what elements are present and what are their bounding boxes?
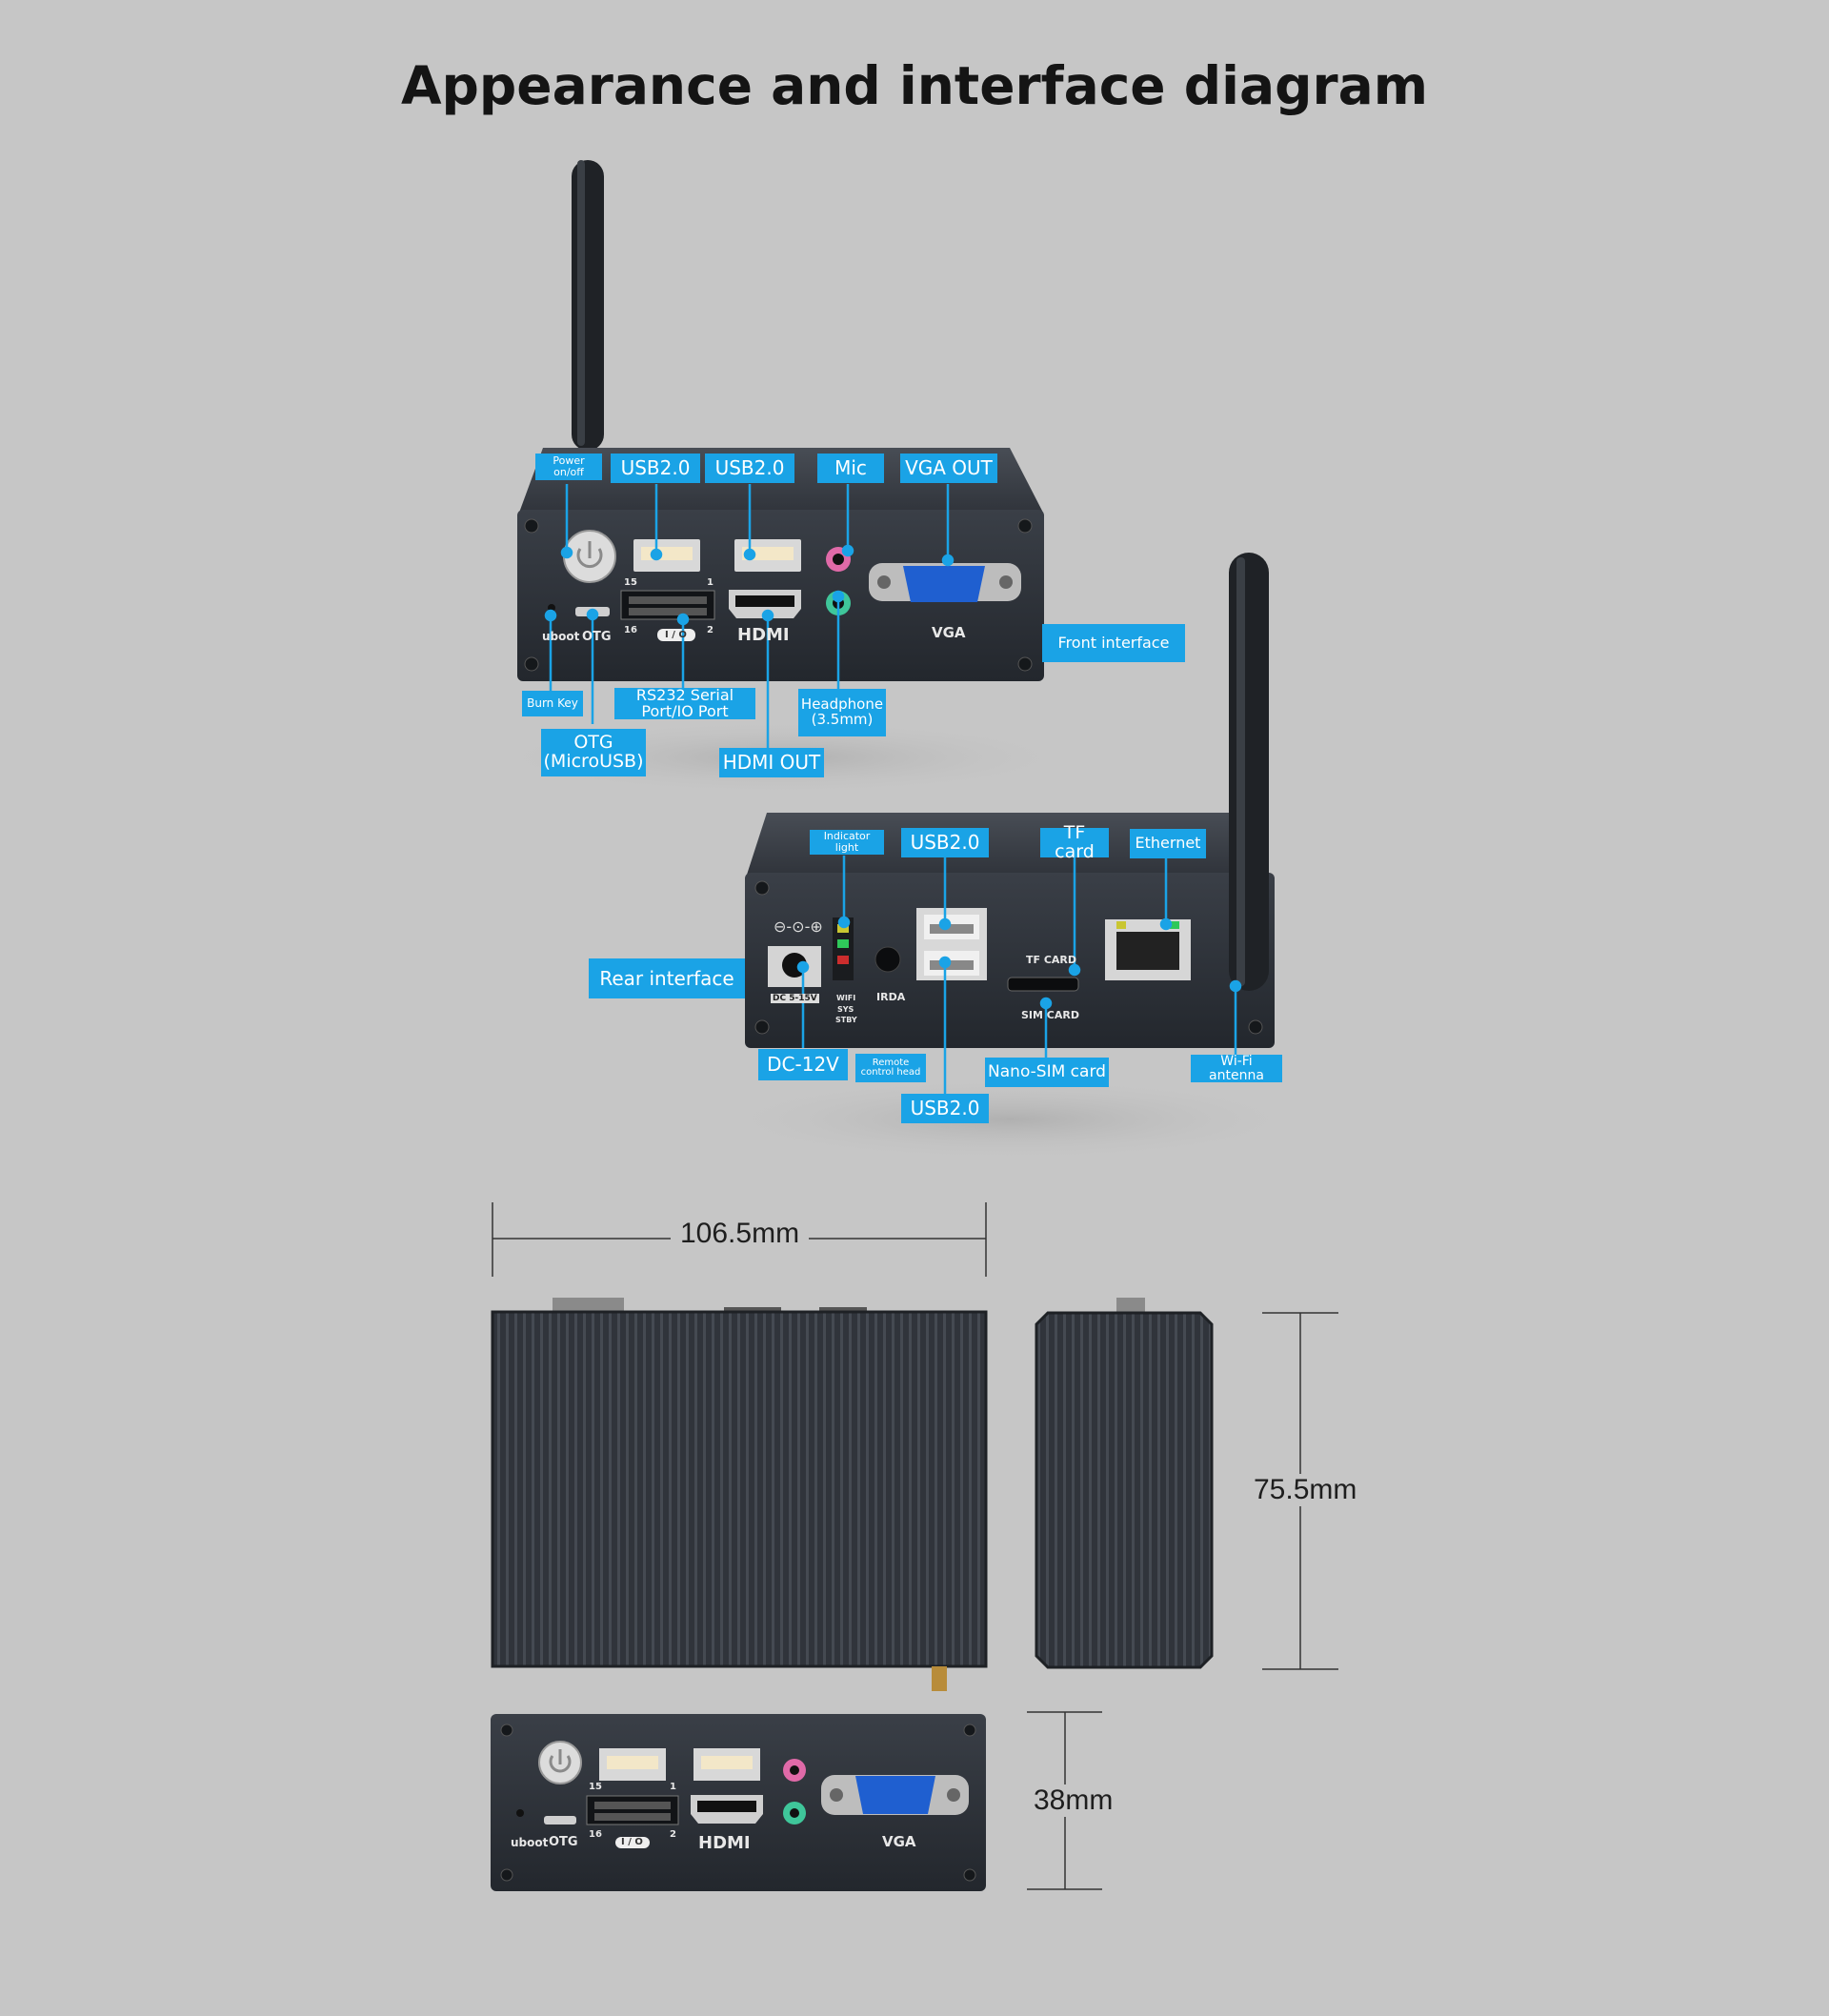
side-view <box>1035 1298 1214 1669</box>
pin1-text: 1 <box>707 577 714 588</box>
hdmi-logo-text-flat: HDMI <box>698 1833 751 1853</box>
label-tf-card: TF card <box>1040 823 1109 860</box>
label-remote: Remote control head <box>855 1054 926 1082</box>
io-text: I / O <box>665 630 687 640</box>
pin1-text-flat: 1 <box>670 1782 676 1792</box>
sys-led-text: SYS <box>837 1005 854 1014</box>
label-vga-out: VGA OUT <box>900 454 997 483</box>
wifi-led-text: WIFI <box>836 994 856 1002</box>
irda-text: IRDA <box>876 991 906 1003</box>
label-power: Power on/off <box>535 454 602 480</box>
dimension-width: 106.5mm <box>671 1218 810 1250</box>
pin2-text-flat: 2 <box>670 1829 676 1840</box>
label-nano-sim: Nano-SIM card <box>985 1058 1109 1087</box>
pin15-text: 15 <box>624 577 637 588</box>
dimension-height: 38mm <box>1024 1784 1123 1817</box>
pin15-text-flat: 15 <box>589 1782 602 1792</box>
top-view <box>491 1298 988 1691</box>
tf-card-text: TF CARD <box>1026 954 1077 966</box>
rear-device: ⊖-⊙-⊕ <box>705 553 1315 1162</box>
pin16-text: 16 <box>624 625 637 635</box>
label-dc: DC-12V <box>758 1049 848 1080</box>
label-usb-b: USB2.0 <box>705 454 794 483</box>
sim-card-text: SIM CARD <box>1021 1009 1079 1021</box>
label-rs232: RS232 Serial Port/IO Port <box>614 687 755 719</box>
pin16-text-flat: 16 <box>589 1829 602 1840</box>
leader-lines <box>544 484 1242 1096</box>
vga-text: VGA <box>932 624 966 641</box>
stby-led-text: STBY <box>835 1016 857 1024</box>
svg-text:⊖-⊙-⊕: ⊖-⊙-⊕ <box>774 917 823 936</box>
otg-text-flat: OTG <box>549 1835 578 1849</box>
label-usb-top: USB2.0 <box>901 828 989 857</box>
front-flat-view <box>491 1714 986 1891</box>
label-front-interface: Front interface <box>1042 624 1185 662</box>
io-text-flat: I / O <box>621 1837 643 1847</box>
dimension-depth: 75.5mm <box>1244 1474 1367 1506</box>
label-ethernet: Ethernet <box>1130 829 1206 858</box>
otg-text: OTG <box>582 630 612 644</box>
dc-range-text: DC 5-15V <box>771 994 819 1003</box>
label-rear-interface: Rear interface <box>589 958 745 998</box>
label-burn-key: Burn Key <box>522 691 583 716</box>
label-usb-bottom: USB2.0 <box>901 1094 989 1123</box>
page-title: Appearance and interface diagram <box>400 55 1429 116</box>
label-mic: Mic <box>817 454 884 483</box>
uboot-text-flat: uboot <box>511 1836 549 1849</box>
label-wifi-antenna: Wi-Fi antenna <box>1191 1054 1282 1082</box>
label-headphone: Headphone (3.5mm) <box>798 689 886 736</box>
vga-text-flat: VGA <box>882 1833 916 1850</box>
hdmi-logo-text: HDMI <box>737 625 790 645</box>
label-usb-a: USB2.0 <box>611 454 700 483</box>
uboot-text: uboot <box>542 630 580 643</box>
label-otg: OTG (MicroUSB) <box>541 729 646 776</box>
label-hdmi-out: HDMI OUT <box>719 748 824 777</box>
label-indicator: Indicator light <box>810 830 884 855</box>
pin2-text: 2 <box>707 625 714 635</box>
